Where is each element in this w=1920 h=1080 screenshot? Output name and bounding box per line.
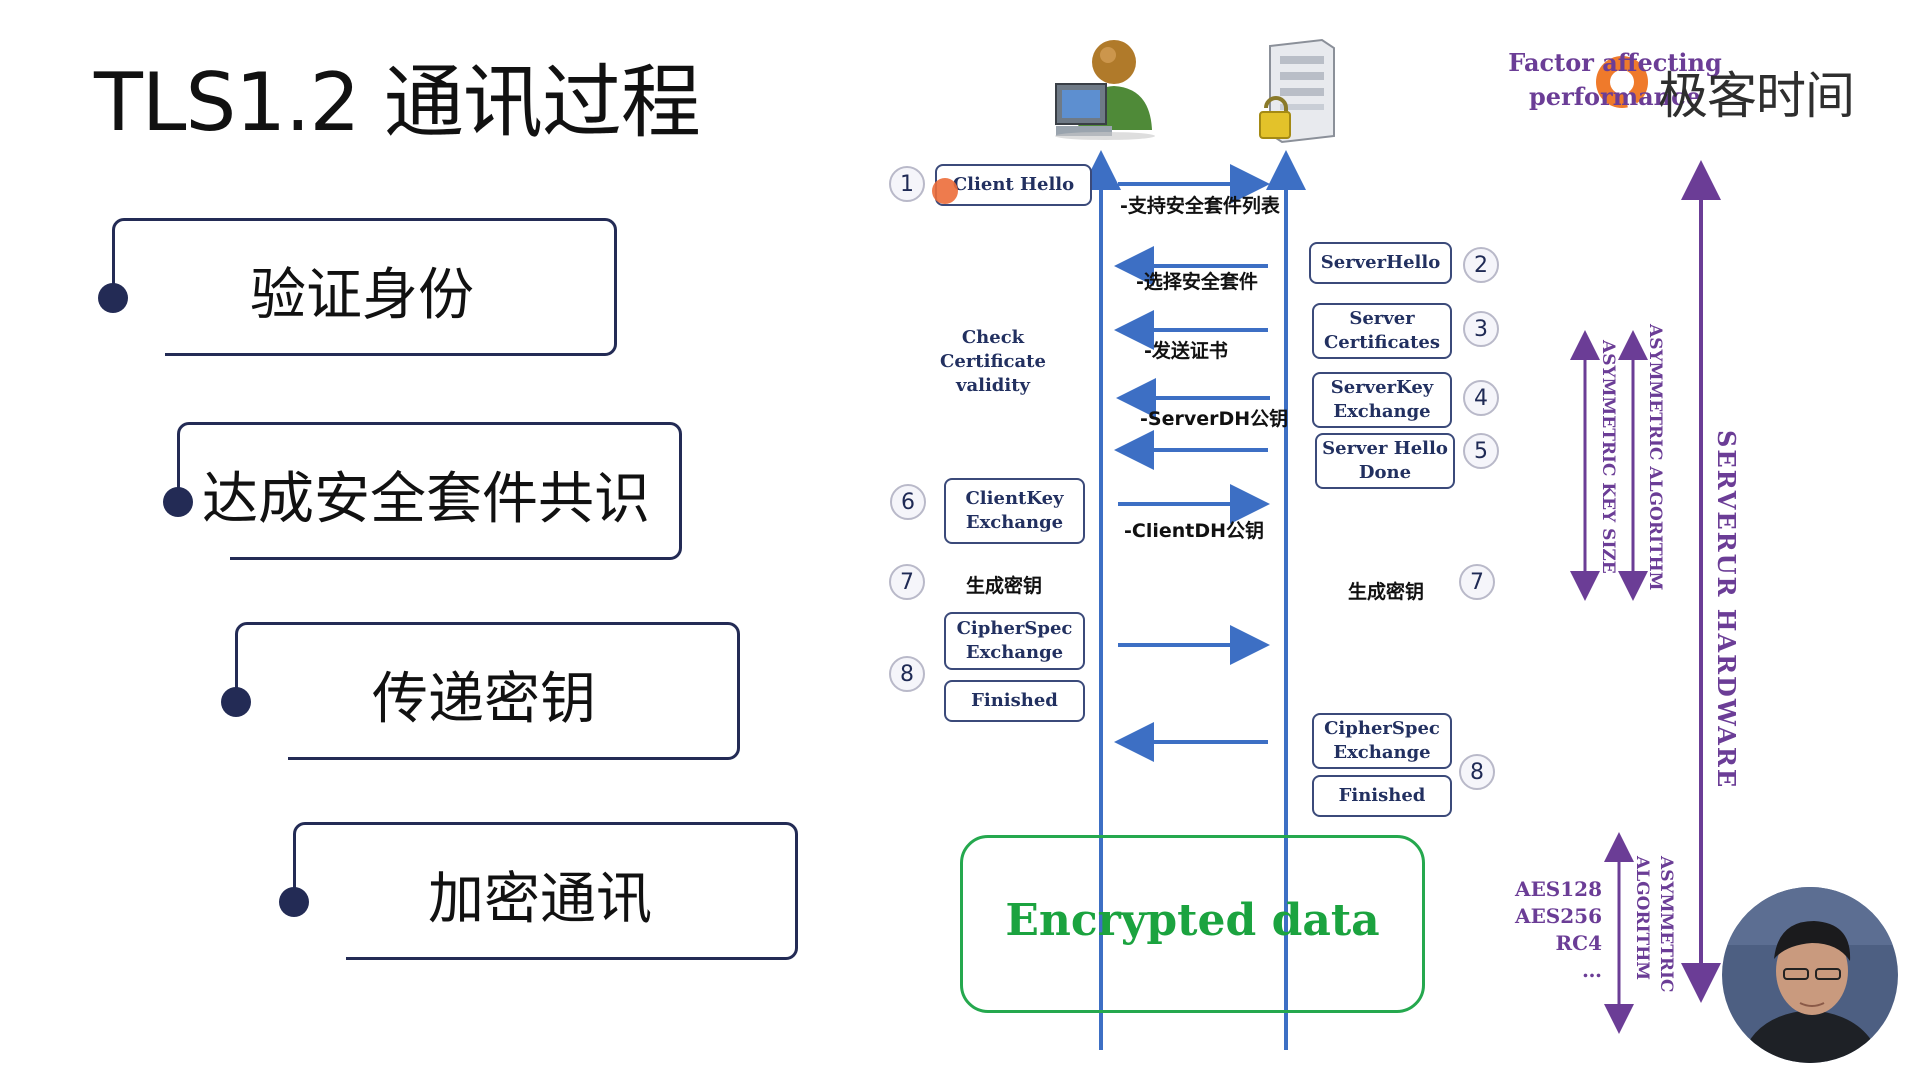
step-number-badge: 1: [889, 166, 925, 202]
step-bullet-dot: [163, 487, 193, 517]
server-hello-done-box: Server Hello Done: [1315, 433, 1455, 489]
step-number-badge: 8: [889, 656, 925, 692]
cipher-item: RC4: [1555, 931, 1602, 955]
user-computer-icon: [1055, 40, 1155, 140]
step-number-badge: 7: [1459, 564, 1495, 600]
step-label: 验证身份: [250, 263, 474, 328]
server-lock-icon: [1259, 38, 1335, 144]
step-bullet-dot: [98, 283, 128, 313]
step-number-badge: 4: [1463, 380, 1499, 416]
presenter-video-avatar: [1722, 887, 1898, 1063]
arrow-label-select-cipher: -选择安全套件: [1136, 271, 1258, 293]
asymmetric-key-size-label: ASYMMETRIC KEY SIZE: [1598, 340, 1618, 574]
cipher-item: …: [1582, 958, 1602, 982]
step-box: [177, 422, 682, 560]
brand-name: 极客时间: [1658, 67, 1855, 125]
client-key-exchange-box: ClientKey Exchange: [944, 478, 1085, 544]
step-number-badge: 2: [1463, 247, 1499, 283]
arrow-label-server-dh: -ServerDH公钥: [1140, 408, 1289, 430]
arrow-label-send-cert: -发送证书: [1144, 340, 1228, 362]
factor-heading: Factor affecting performance: [1508, 48, 1722, 111]
asymmetric-algorithm-label: ASYMMETRIC ALGORITHM: [1645, 324, 1665, 591]
step-number-badge: 7: [889, 564, 925, 600]
geektime-logo-icon: [1596, 56, 1648, 108]
arrow-label-cipher-list: -支持安全套件列表: [1120, 195, 1280, 217]
server-certificates-box: Server Certificates: [1312, 303, 1452, 359]
client-hello-box: Client Hello: [935, 164, 1092, 206]
arrow-label-client-dh: -ClientDH公钥: [1124, 520, 1265, 542]
server-hello-box: ServerHello: [1309, 242, 1452, 284]
step-bullet-dot: [279, 887, 309, 917]
step-box: [235, 622, 740, 760]
client-generate-key-label: 生成密钥: [966, 575, 1043, 597]
slide-title: TLS1.2 通讯过程: [94, 56, 701, 149]
server-cipherspec-box: CipherSpec Exchange: [1312, 713, 1452, 769]
step-label: 加密通讯: [428, 867, 652, 932]
step-number-badge: 8: [1459, 754, 1495, 790]
client-finished-box: Finished: [944, 680, 1085, 722]
server-key-exchange-box: ServerKey Exchange: [1312, 372, 1452, 428]
step-number-badge: 3: [1463, 311, 1499, 347]
pointer-cursor-icon: [932, 178, 958, 204]
step-box: [293, 822, 798, 960]
cipher-list: AES128 AES256 RC4 …: [1510, 876, 1602, 984]
encrypted-data-box: [960, 835, 1425, 1013]
step-number-badge: 5: [1463, 433, 1499, 469]
step-box: [112, 218, 617, 356]
cipher-item: AES256: [1515, 904, 1602, 928]
client-cipherspec-box: CipherSpec Exchange: [944, 612, 1085, 670]
step-label: 达成安全套件共识: [202, 467, 650, 532]
step-label: 传递密钥: [372, 667, 596, 732]
step-number-badge: 6: [890, 484, 926, 520]
server-generate-key-label: 生成密钥: [1348, 581, 1425, 603]
step-bullet-dot: [221, 687, 251, 717]
symmetric-algorithm-label: ASYMMETRIC ALGORITHM: [1632, 856, 1676, 993]
server-finished-box: Finished: [1312, 775, 1452, 817]
cipher-item: AES128: [1515, 877, 1602, 901]
encrypted-data-label: Encrypted data: [1005, 895, 1380, 946]
check-certificate-label: Check Certificate validity: [940, 327, 1046, 396]
server-hardware-label: SERVERUR HARDWARE: [1712, 430, 1741, 790]
brand-watermark: 极客时间: [1592, 52, 1892, 125]
